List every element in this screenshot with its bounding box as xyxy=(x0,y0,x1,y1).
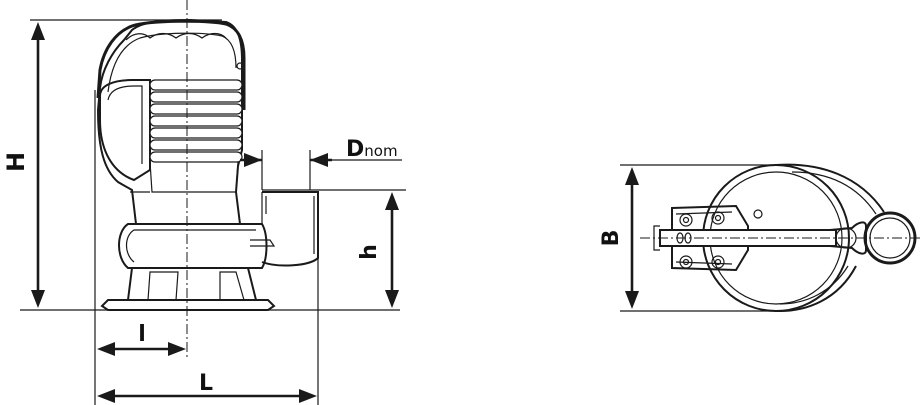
dimension-Dnom: Dnom xyxy=(240,137,402,167)
label-Dnom: Dnom xyxy=(346,137,398,162)
top-view-extension-lines xyxy=(620,164,780,312)
extension-lines xyxy=(20,19,406,405)
dimension-l: l xyxy=(97,322,186,356)
pump-side-view xyxy=(96,18,319,311)
label-H: H xyxy=(2,152,30,172)
dimension-h: h xyxy=(357,192,399,308)
cooling-fins xyxy=(149,79,243,163)
dimension-B: B xyxy=(599,167,639,309)
label-L: L xyxy=(199,371,213,396)
label-l: l xyxy=(138,322,146,347)
dimension-H: H xyxy=(2,22,45,308)
dimension-L: L xyxy=(97,371,317,403)
label-B: B xyxy=(599,230,624,247)
label-h: h xyxy=(357,244,382,260)
